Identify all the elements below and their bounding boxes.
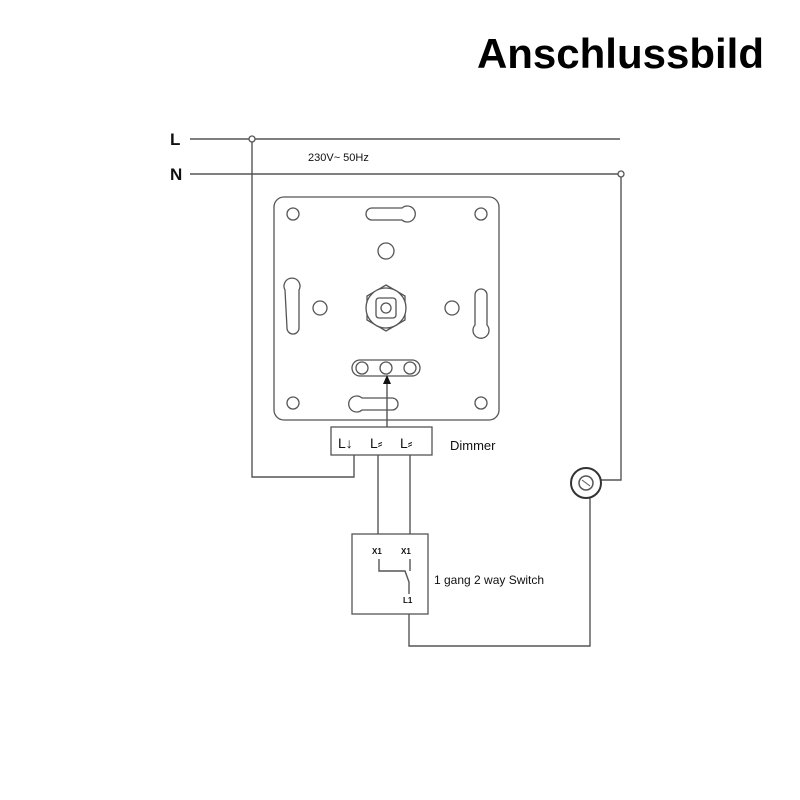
dimmer-terminal-output-2: L⸗ [400, 435, 413, 451]
switch-terminal-x1-right: X1 [401, 547, 411, 556]
switch-label: 1 gang 2 way Switch [434, 573, 544, 587]
neutral-junction [617, 170, 625, 178]
neutral-label: N [170, 165, 182, 184]
switch-terminal-x1-left: X1 [372, 547, 382, 556]
dimmer-terminal-input: L↓ [338, 435, 353, 451]
line-label: L [170, 130, 180, 149]
switch-to-lamp-wire [408, 498, 591, 647]
line-to-dimmer-wire [251, 142, 355, 478]
dimmer-terminal-output-1: L⸗ [370, 435, 383, 451]
lamp-icon [570, 467, 602, 499]
switch-terminal-l1: L1 [403, 596, 413, 605]
line-junction [248, 135, 256, 143]
dimmer-plate [273, 196, 500, 427]
neutral-to-lamp-wire [601, 177, 622, 481]
diagram-title: Anschlussbild [476, 30, 764, 77]
dimmer-terminal-block [330, 426, 433, 456]
switch-contact [378, 559, 410, 594]
dimmer-label: Dimmer [450, 438, 496, 453]
switch-box [351, 533, 429, 615]
voltage-label: 230V~ 50Hz [308, 152, 369, 164]
